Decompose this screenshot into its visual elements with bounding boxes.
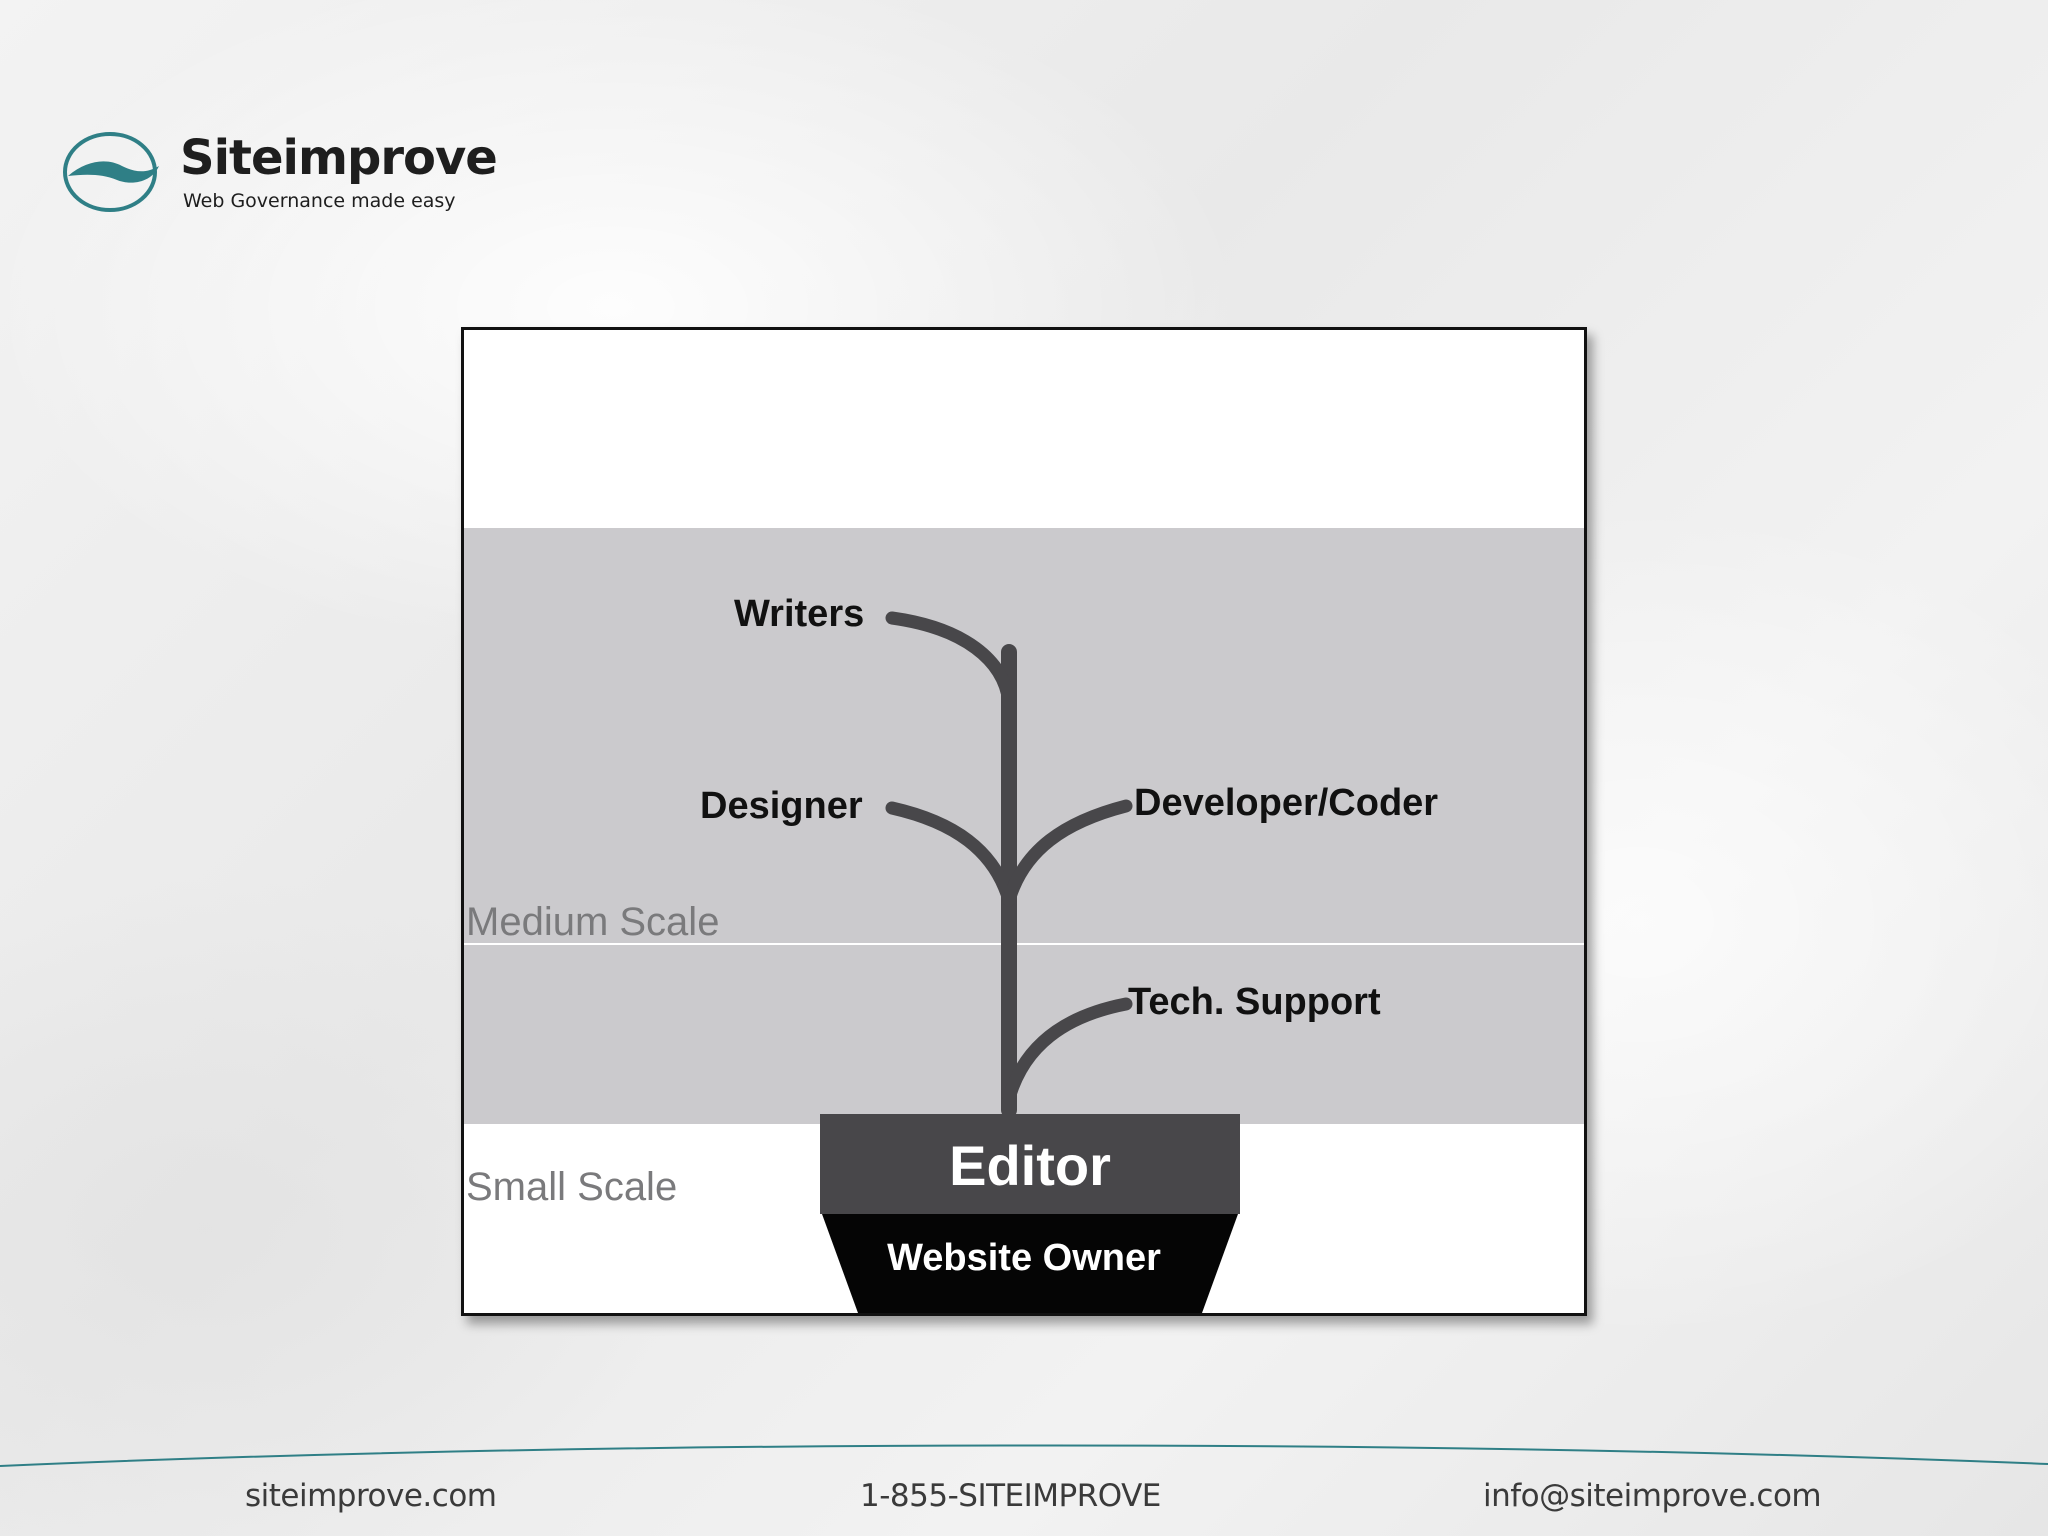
pot-editor-box: [820, 1114, 1240, 1214]
footer-website-link[interactable]: siteimprove.com: [245, 1478, 497, 1514]
footer: siteimprove.com 1-855-SITEIMPROVE info@s…: [0, 1470, 2048, 1530]
footer-wave-line: [0, 1444, 2048, 1467]
footer-email-link[interactable]: info@siteimprove.com: [1483, 1478, 1822, 1514]
siteimprove-logo[interactable]: Siteimprove Web Governance made easy: [62, 130, 498, 220]
role-tree-svg: Writers Designer Developer/Coder Tech. S…: [464, 528, 1584, 1313]
pot-editor-label: Editor: [949, 1134, 1111, 1197]
branch-designer: [885, 801, 1016, 907]
scale-band: [464, 528, 1584, 1124]
footer-phone[interactable]: 1-855-SITEIMPROVE: [860, 1478, 1161, 1514]
logo-tagline: Web Governance made easy: [183, 190, 456, 212]
label-designer: Designer: [700, 785, 863, 827]
label-writers: Writers: [734, 593, 864, 635]
label-medium-scale: Medium Scale: [466, 900, 719, 944]
label-small-scale: Small Scale: [466, 1165, 677, 1209]
logo-name: Siteimprove: [180, 130, 498, 186]
label-developer: Developer/Coder: [1134, 782, 1438, 824]
branch-developer: [1002, 799, 1133, 907]
pot-owner-base: [822, 1214, 1238, 1313]
role-tree-diagram: Writers Designer Developer/Coder Tech. S…: [461, 327, 1587, 1316]
logo-wave-icon: [63, 132, 159, 212]
label-tech-support: Tech. Support: [1128, 981, 1381, 1023]
pot-owner-label: Website Owner: [887, 1237, 1161, 1279]
branch-writers: [885, 611, 1016, 709]
branch-tech-support: [1002, 997, 1133, 1105]
